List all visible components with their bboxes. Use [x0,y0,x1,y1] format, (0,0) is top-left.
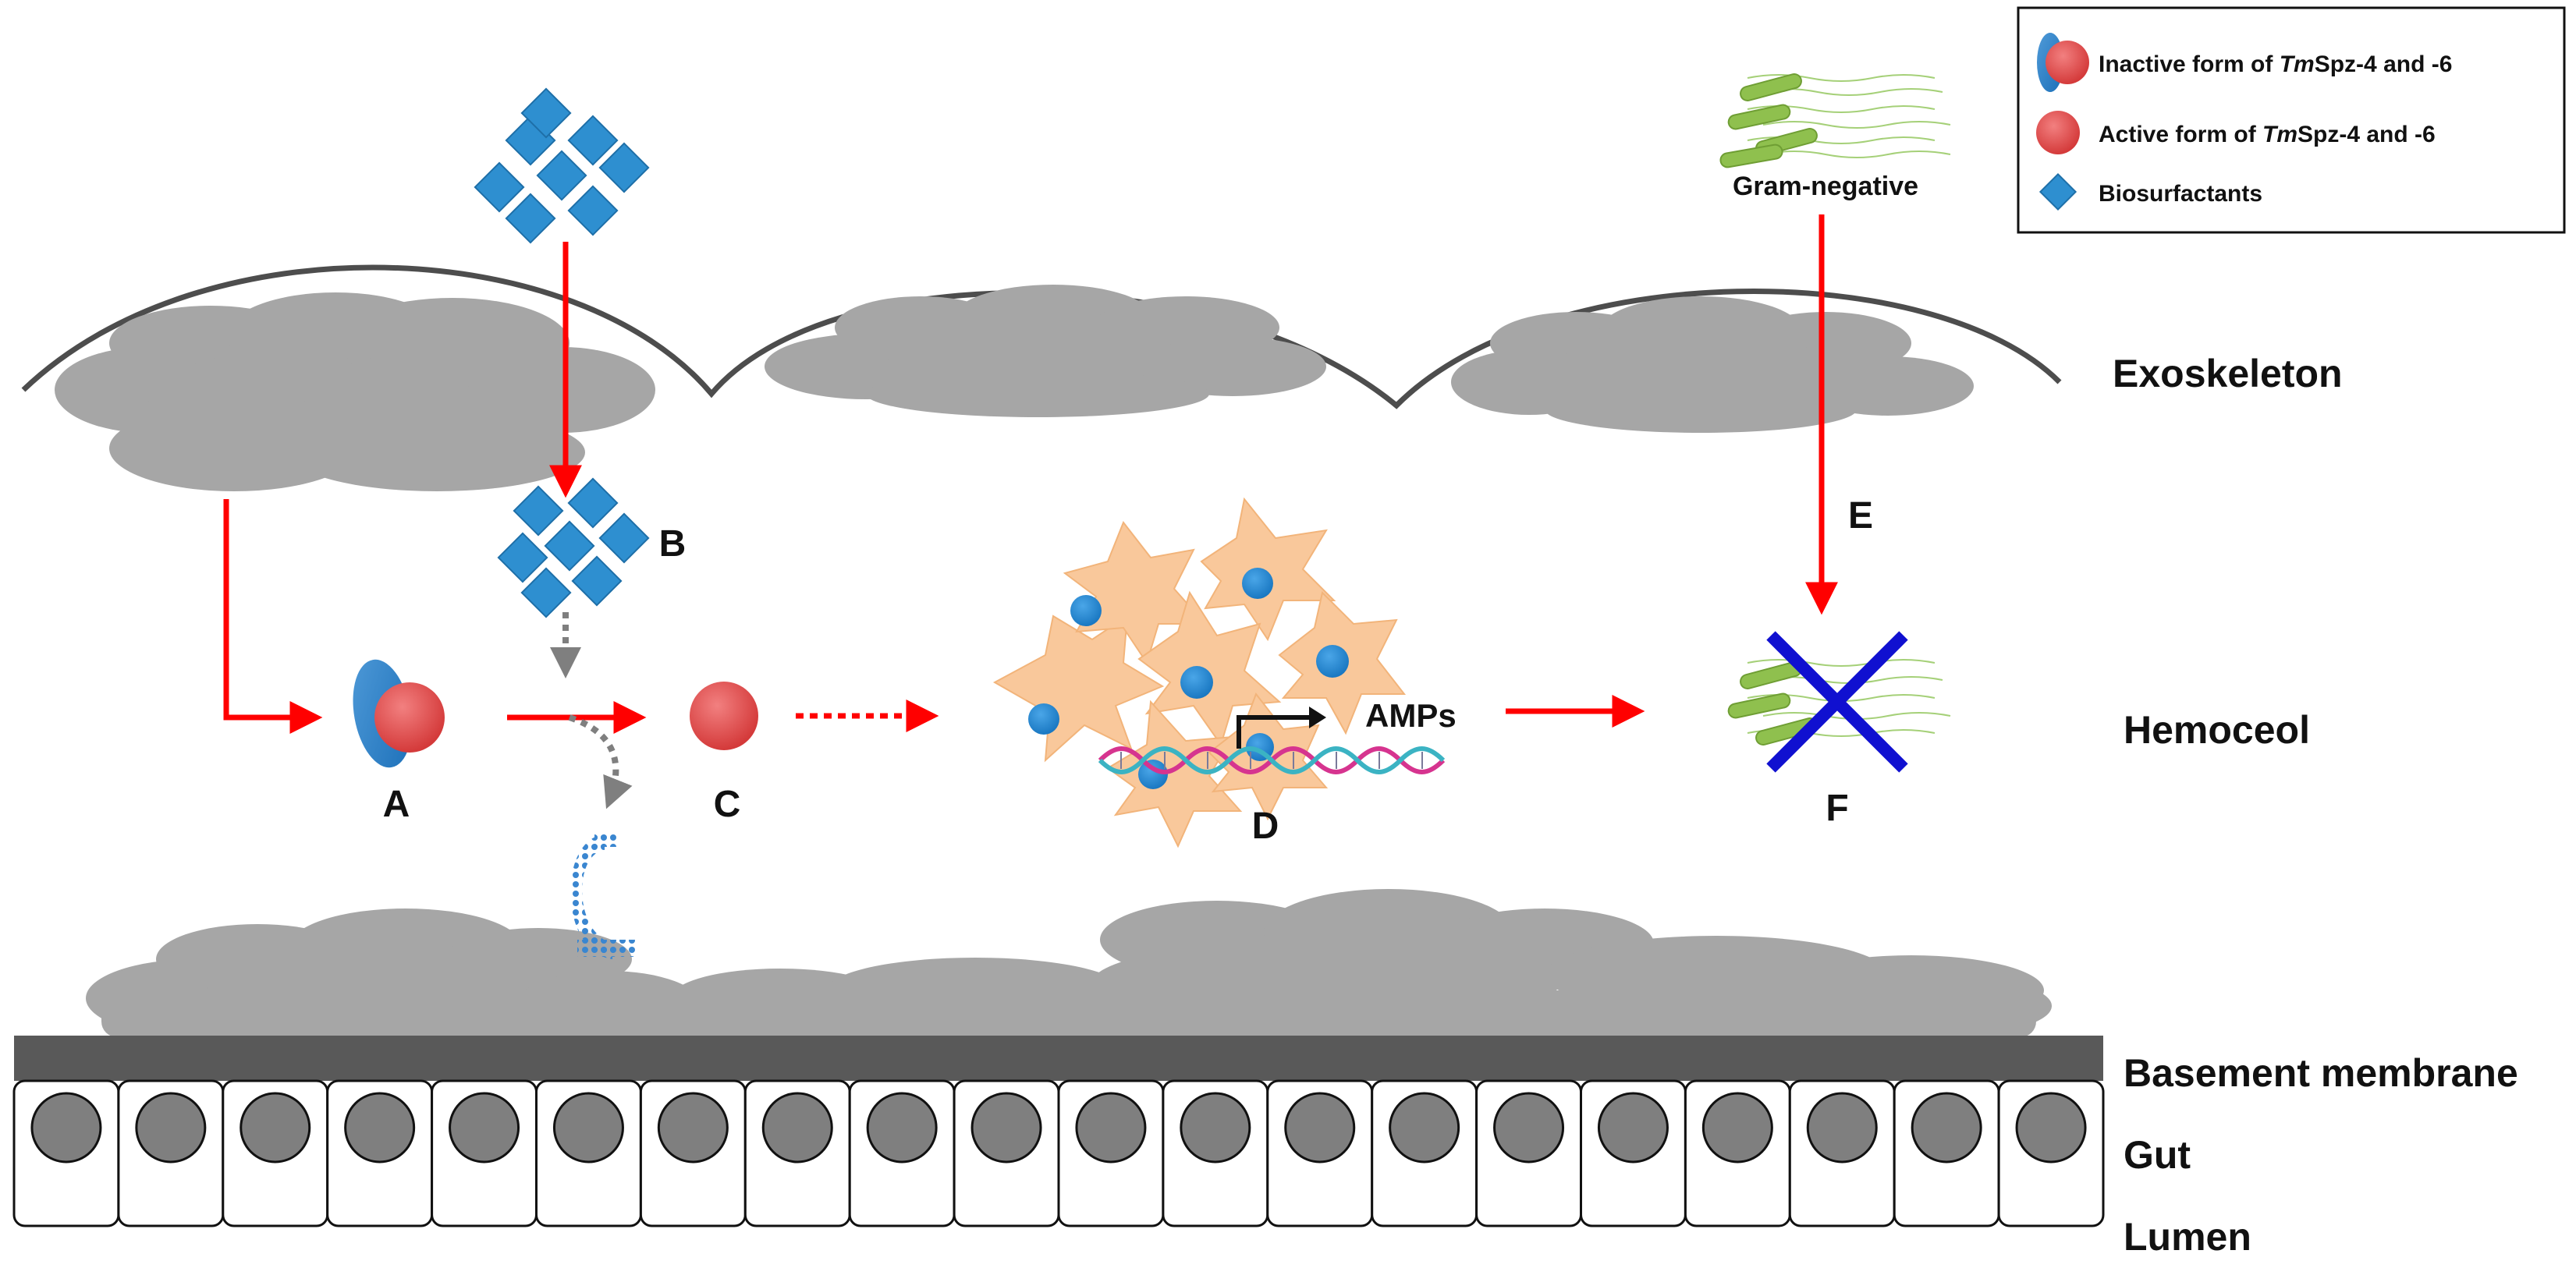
legend-box [2017,6,2566,234]
marker-f: F [1826,788,1848,829]
gut-cell-nucleus [30,1092,102,1164]
legend-item-biosurfactants: Biosurfactants [2038,172,2262,211]
marker-b: B [659,523,687,565]
gut-cell-nucleus [1911,1092,1982,1164]
legend-item-inactive-prefix: Inactive form of [2099,51,2280,77]
amps-label: AMPs [1365,697,1457,734]
gram-negative-bacteria-icon [1719,71,1951,169]
gut-cell-nucleus [1389,1092,1460,1164]
legend-item-biosurfactants-label: Biosurfactants [2099,181,2262,207]
gut-cell-nucleus [552,1092,624,1164]
marker-e: E [1848,495,1873,537]
active-spz-icon [2036,111,2080,154]
killed-bacteria-f-icon [1726,631,1951,773]
region-exoskeleton: Exoskeleton [2113,352,2343,395]
gut-cell-nucleus [1701,1092,1773,1164]
legend-item-active-italic: Tm [2262,122,2297,147]
gut-cell-nucleus [761,1092,833,1164]
legend-item-active: Active form of TmSpz-4 and -6 [2036,111,2436,154]
legend-item-active-suffix: Spz-4 and -6 [2297,122,2436,147]
degraded-receptor-icon [570,833,636,959]
dna-strand-b [1098,746,1446,774]
gut-cell-nucleus [1284,1092,1356,1164]
biosurfactant-cluster-top [474,87,650,244]
inactive-spz-icon [2037,33,2089,92]
region-lumen: Lumen [2124,1215,2251,1259]
legend-item-active-prefix: Active form of [2099,122,2262,147]
legend-item-inactive-italic: Tm [2280,51,2315,77]
svg-text:Biosurfactants: Biosurfactants [2099,181,2262,207]
svg-text:Inactive form of TmSpz-4 and -: Inactive form of TmSpz-4 and -6 [2099,51,2452,77]
region-gut: Gut [2124,1133,2191,1177]
arrows [223,214,1838,809]
gut-cell-nucleus [1180,1092,1251,1164]
tissue-cloud-right [1451,296,1974,433]
basement-membrane [14,1036,2103,1081]
cross-mark-2 [1766,631,1908,773]
gut-cell-nucleus [240,1092,311,1164]
marker-c: C [714,784,741,825]
gut-cell-nucleus [135,1092,207,1164]
region-basement-membrane: Basement membrane [2124,1051,2518,1095]
exoskeleton-layer [21,264,2062,491]
arrow-dotted-to-gut [568,714,633,809]
gut-cell-nucleus [1597,1092,1669,1164]
gut-cell-nucleus [970,1092,1042,1164]
gut-cell-nucleus [344,1092,416,1164]
marker-a: A [383,784,410,825]
gut-cell-nucleus [1493,1092,1565,1164]
gut-epithelium [12,1079,2105,1227]
gut-cell-nucleus [449,1092,520,1164]
gut-cell-nucleus [657,1092,729,1164]
marker-d: D [1252,806,1279,847]
gut-cell-nucleus [866,1092,938,1164]
tissue-cloud-middle [765,285,1326,417]
hemocyte-cluster [992,497,1446,848]
biosurfactant-icon [2038,172,2077,211]
promoter-arrow [1237,715,1315,749]
tissue-cloud-left [55,292,655,491]
active-spz-c [690,682,758,750]
tissue-cloud-lower [86,889,2052,1045]
gut-cell-nucleus [1806,1092,1878,1164]
legend: Inactive form of TmSpz-4 and -6 Active f… [2017,6,2566,234]
gut-cell-nucleus [1075,1092,1147,1164]
inactive-spz-a [353,659,445,768]
svg-text:Active form of TmSpz-4 and -6: Active form of TmSpz-4 and -6 [2099,122,2436,147]
bacteria-label: Gram-negative [1733,172,1918,201]
gut-cell-nucleus [2015,1092,2087,1164]
region-hemoceol: Hemoceol [2124,708,2310,752]
legend-item-inactive: Inactive form of TmSpz-4 and -6 [2037,33,2452,92]
arrow-cloud-to-a [223,499,323,734]
biosurfactant-cluster-b [497,477,650,618]
legend-item-inactive-suffix: Spz-4 and -6 [2315,51,2453,77]
